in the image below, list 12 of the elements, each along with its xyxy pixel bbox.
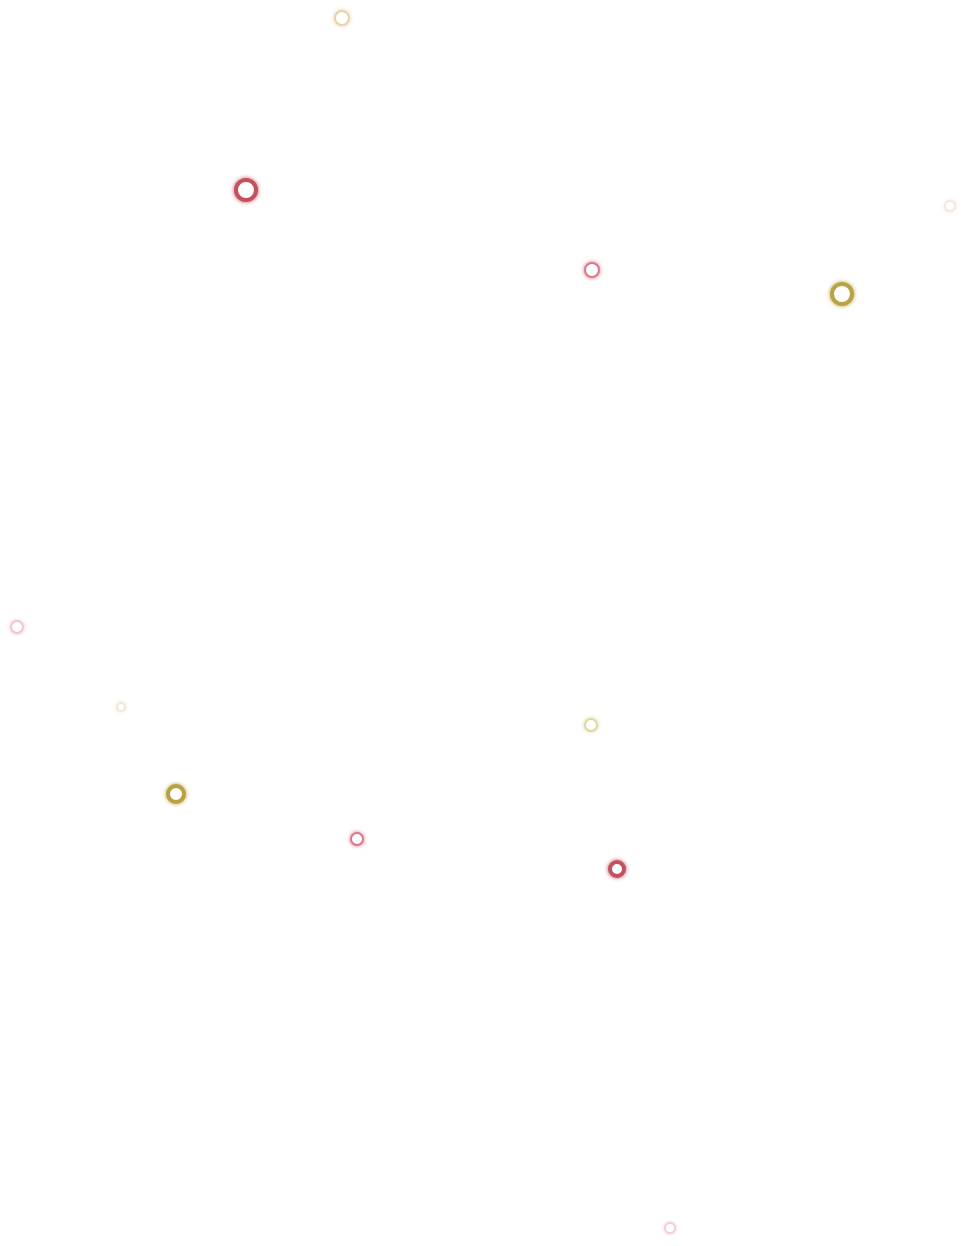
ring-dot: [664, 1222, 676, 1234]
ring-dot: [830, 282, 854, 306]
ring-dot: [349, 831, 363, 845]
ring-dot: [115, 701, 125, 711]
ring-dot: [944, 200, 956, 212]
ring-dot: [334, 10, 350, 26]
ring-dot: [607, 859, 625, 877]
ring-dot: [166, 784, 186, 804]
ring-dot: [234, 178, 258, 202]
ring-dot: [9, 619, 23, 633]
ring-dot: [583, 717, 597, 731]
ring-dot: [584, 262, 600, 278]
